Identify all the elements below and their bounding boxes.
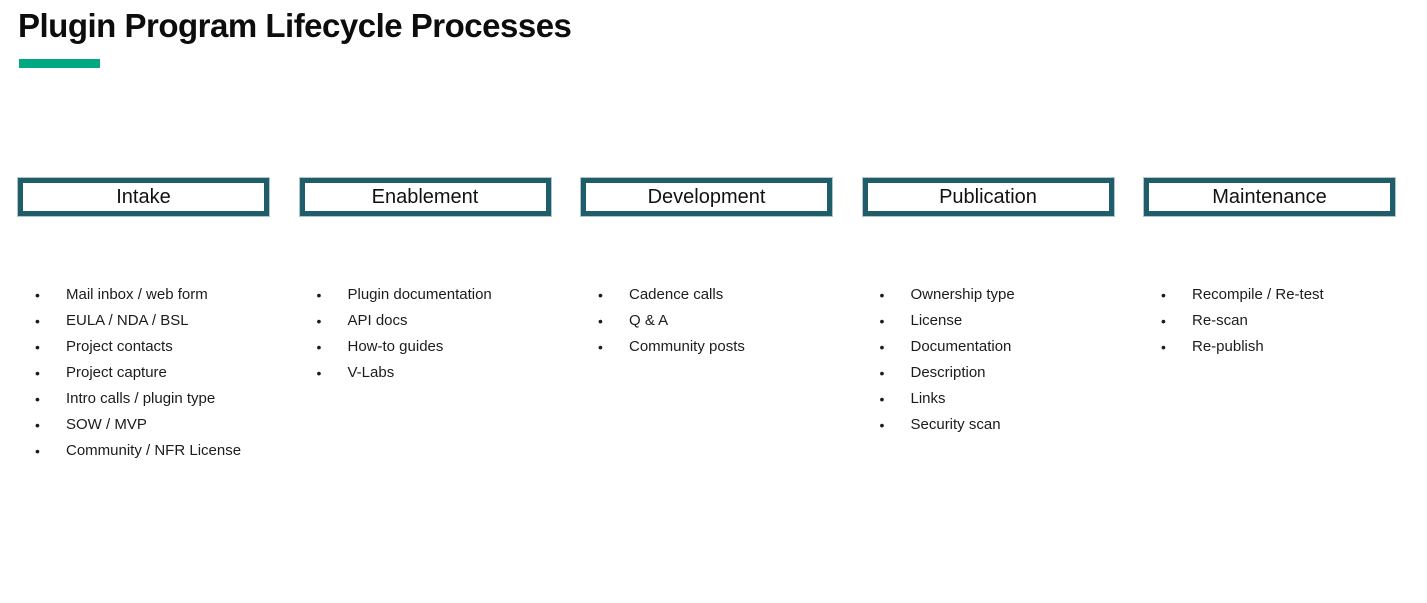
list-item: • How-to guides xyxy=(300,334,551,360)
list-item: • Documentation xyxy=(863,334,1114,360)
bullet-icon: • xyxy=(316,287,322,303)
list-item: • Intro calls / plugin type xyxy=(18,386,269,412)
list-item: • Cadence calls xyxy=(581,282,832,308)
list-item: • Re-scan xyxy=(1144,308,1395,334)
bullet-icon: • xyxy=(316,313,322,329)
stage-header-intake: Intake xyxy=(18,178,269,216)
list-item: • V-Labs xyxy=(300,360,551,386)
stage-list-intake: •Mail inbox / web form•EULA / NDA / BSL•… xyxy=(18,282,269,464)
list-item-label: Community / NFR License xyxy=(66,442,242,459)
list-item: • SOW / MVP xyxy=(18,412,269,438)
bullet-icon: • xyxy=(35,313,40,329)
stage-header-publication: Publication xyxy=(862,178,1114,216)
column-maintenance: Maintenance • Recompile / Re-test • Re-scan… xyxy=(1144,178,1395,464)
stage-list-enablement: • Plugin documentation • API docs • How-to gu… xyxy=(300,282,551,386)
bullet-icon: • xyxy=(598,287,603,303)
list-item: • Project contacts xyxy=(18,334,269,360)
list-item-label: EULA / NDA / BSL xyxy=(66,312,189,329)
bullet-icon: • xyxy=(316,365,322,381)
list-item-label: Re-publish xyxy=(1192,338,1264,355)
list-item-label: Re-scan xyxy=(1192,312,1248,329)
list-item-label: Plugin documentation xyxy=(347,286,492,303)
list-item: • Mail inbox / web form xyxy=(18,282,269,308)
page-title: Plugin Program Lifecycle Processes xyxy=(18,7,572,44)
list-item: • API docs xyxy=(300,308,551,334)
list-item: • Plugin documentation xyxy=(300,282,551,308)
list-item: • Re-publish xyxy=(1144,334,1395,360)
bullet-icon: • xyxy=(879,339,885,355)
list-item-label: Cadence calls xyxy=(629,286,724,303)
list-item: • Project capture xyxy=(18,360,269,386)
bullet-icon: • xyxy=(1161,287,1166,303)
column-development: Development • Cadence calls • Q & A • Communi… xyxy=(581,178,832,464)
stage-list-development: • Cadence calls • Q & A • Community posts xyxy=(581,282,832,360)
list-item-label: Documentation xyxy=(910,338,1012,355)
stage-header-maintenance: Maintenance xyxy=(1144,178,1395,216)
list-item-label: Project contacts xyxy=(66,338,173,355)
list-item: • EULA / NDA / BSL xyxy=(18,308,269,334)
list-item-label: SOW / MVP xyxy=(66,416,147,433)
bullet-icon: • xyxy=(35,339,40,355)
bullet-icon: • xyxy=(1161,339,1166,355)
list-item-label: Ownership type xyxy=(910,286,1015,303)
list-item-label: Project capture xyxy=(66,364,167,381)
list-item: • Links xyxy=(863,386,1114,412)
bullet-icon: • xyxy=(35,391,40,407)
list-item-label: Recompile / Re-test xyxy=(1192,286,1324,303)
list-item-label: Description xyxy=(910,364,986,381)
bullet-icon: • xyxy=(879,391,885,407)
list-item-label: How-to guides xyxy=(347,338,444,355)
list-item: • Community / NFR License xyxy=(18,438,269,464)
bullet-icon: • xyxy=(598,313,603,329)
list-item-label: Mail inbox / web form xyxy=(66,286,208,303)
bullet-icon: • xyxy=(879,313,885,329)
bullet-icon: • xyxy=(598,339,603,355)
list-item: • Ownership type xyxy=(863,282,1114,308)
bullet-icon: • xyxy=(879,287,885,303)
list-item: • Security scan xyxy=(863,412,1114,438)
list-item-label: Links xyxy=(910,390,946,407)
list-item: • License xyxy=(863,308,1114,334)
column-enablement: Enablement • Plugin documentation • API doc… xyxy=(299,178,551,464)
bullet-icon: • xyxy=(316,339,322,355)
list-item-label: Intro calls / plugin type xyxy=(66,390,216,407)
bullet-icon: • xyxy=(35,443,40,459)
stage-header-development: Development xyxy=(581,178,832,216)
column-intake: Intake • Mail inbox / web form • EULA / NDA… xyxy=(18,178,269,464)
bullet-icon: • xyxy=(879,365,885,381)
stage-list-publication: • Ownership type • License • Documentation • De… xyxy=(863,282,1114,438)
list-item-label: Security scan xyxy=(910,416,1001,433)
stage-header-enablement: Enablement xyxy=(299,178,551,216)
list-item-label: Community posts xyxy=(629,338,745,355)
list-item-label: API docs xyxy=(347,312,408,329)
list-item: • Community posts xyxy=(581,334,832,360)
stage-list-maintenance: • Recompile / Re-test • Re-scan • Re-publish xyxy=(1144,282,1395,360)
bullet-icon: • xyxy=(879,417,885,433)
bullet-icon: • xyxy=(1161,313,1166,329)
bullet-icon: • xyxy=(35,365,40,381)
list-item: • Recompile / Re-test xyxy=(1144,282,1395,308)
bullet-icon: • xyxy=(35,417,40,433)
list-item-label: Q & A xyxy=(629,312,669,329)
column-publication: Publication • Ownership type • License • Docu… xyxy=(862,178,1114,464)
title-accent-underline xyxy=(19,59,100,68)
list-item: • Description xyxy=(863,360,1114,386)
lifecycle-columns: Intake • Mail inbox / web form • EULA / NDA… xyxy=(18,178,1395,464)
list-item-label: License xyxy=(910,312,963,329)
bullet-icon: • xyxy=(35,287,40,303)
list-item: • Q & A xyxy=(581,308,832,334)
list-item-label: V-Labs xyxy=(347,364,395,381)
